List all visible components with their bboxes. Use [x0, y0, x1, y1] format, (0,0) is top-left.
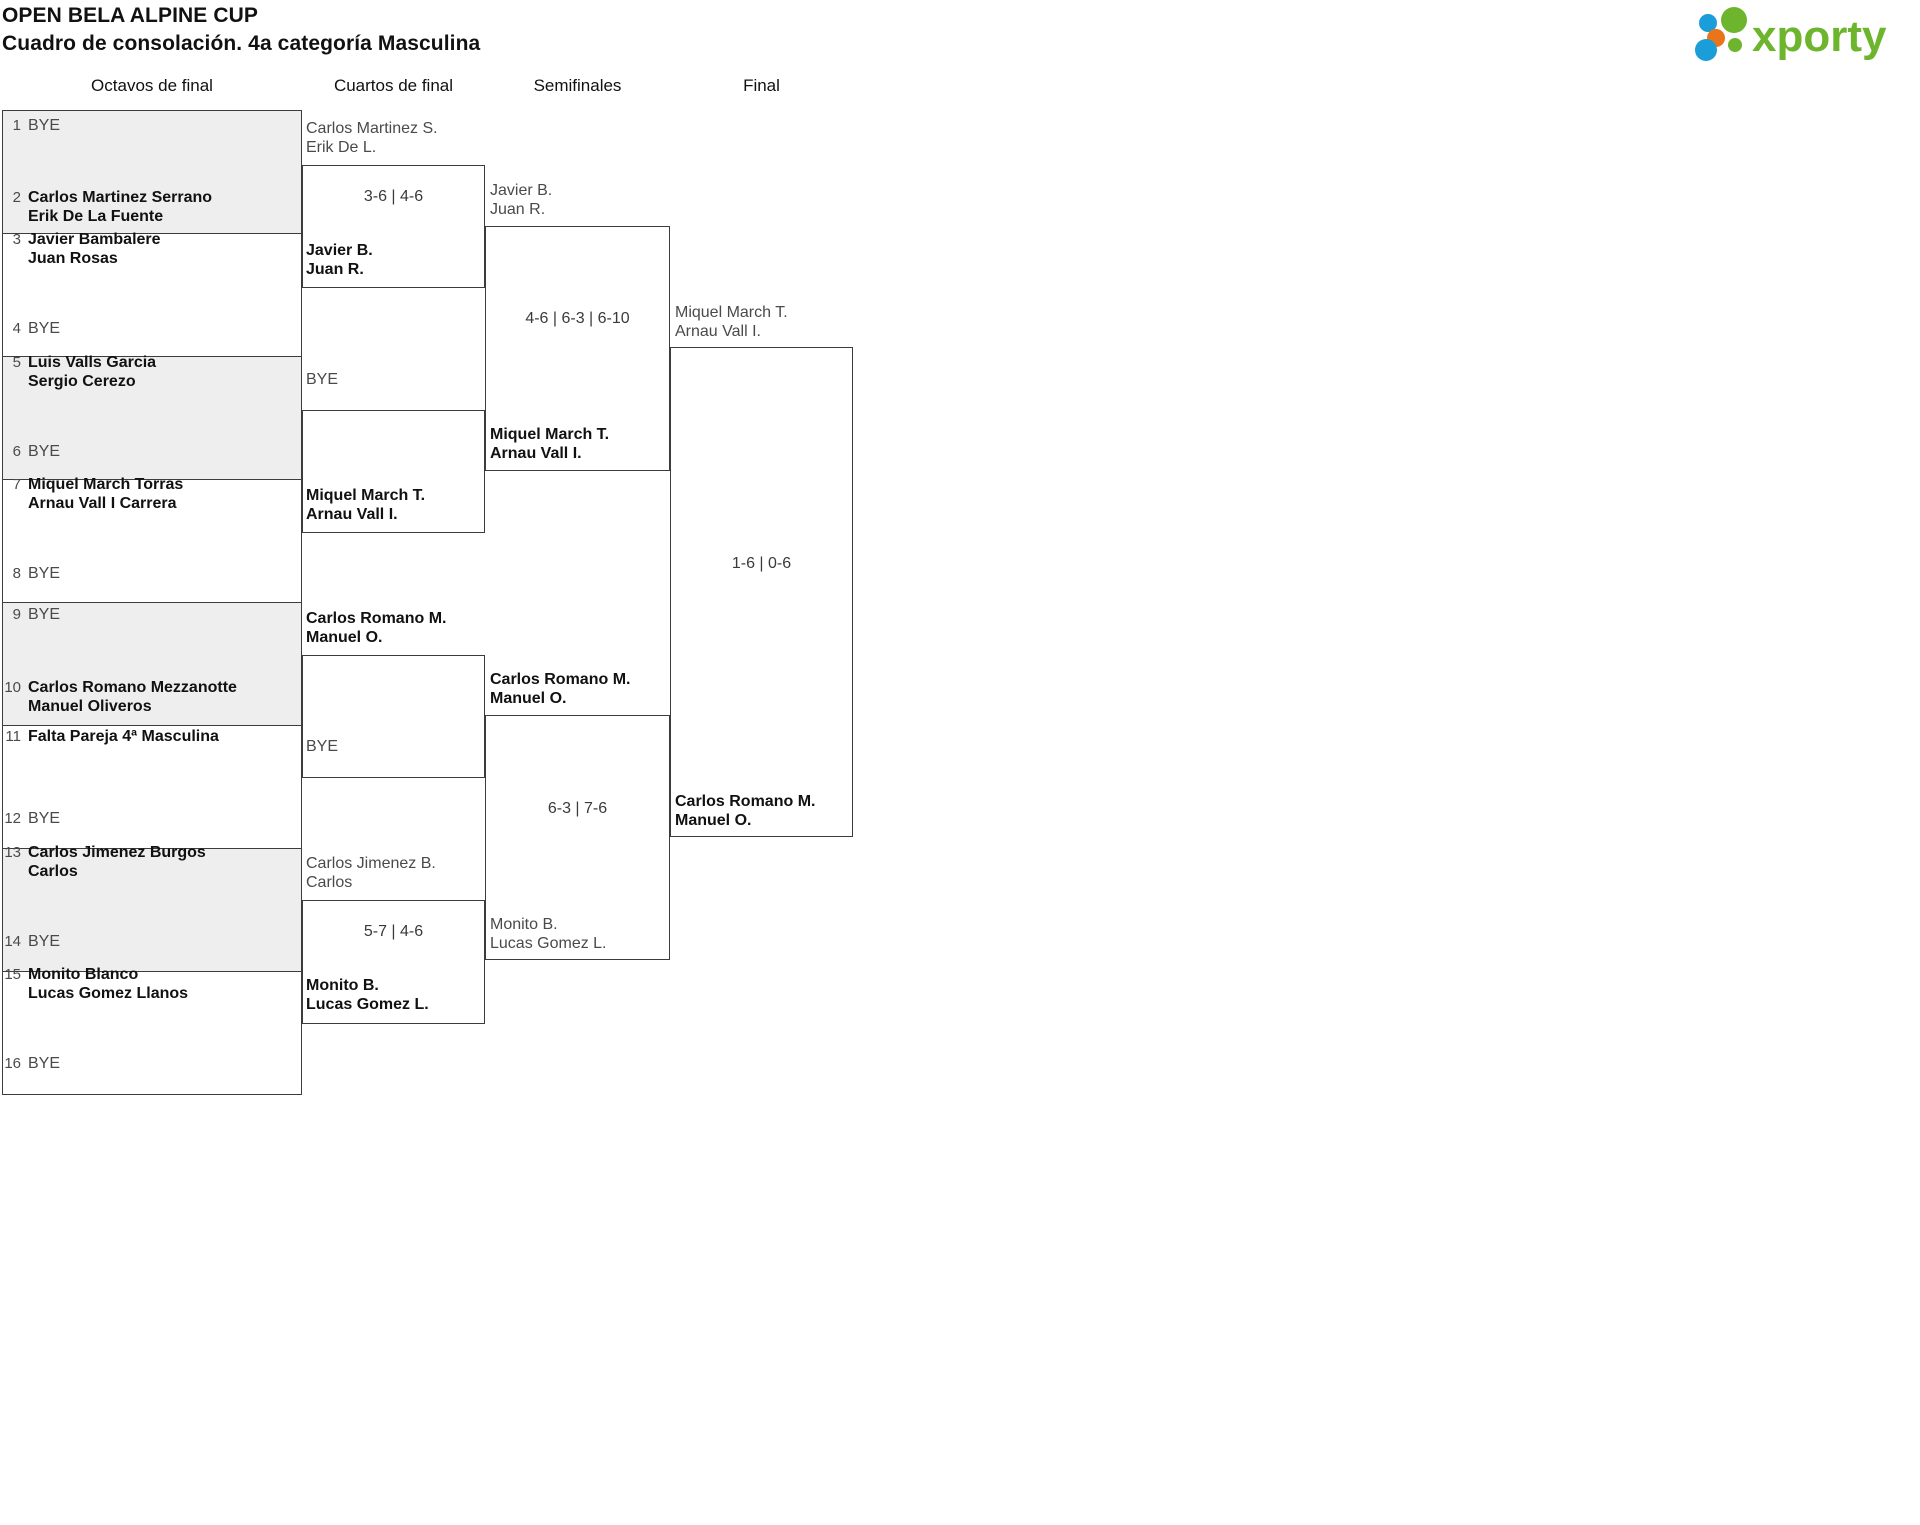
- seed-number: 12: [4, 810, 21, 827]
- r1-slot-10[interactable]: 10 Carlos Romano Mezzanotte Manuel Olive…: [2, 678, 237, 716]
- qf3-bottom-entry[interactable]: BYE: [306, 738, 339, 755]
- r1-pair-box-4[interactable]: [2, 479, 302, 602]
- player-names: BYE: [28, 565, 61, 582]
- seed-number: 8: [12, 565, 21, 582]
- player-names: BYE: [28, 810, 61, 827]
- qf1-match-box[interactable]: [302, 165, 485, 288]
- r1-slot-5[interactable]: 5 Luis Valls Garcia Sergio Cerezo: [2, 353, 156, 391]
- player-names: Falta Pareja 4ª Masculina: [28, 728, 219, 745]
- xporty-logo-svg: xporty: [1695, 7, 1887, 61]
- r1-slot-8[interactable]: 8 BYE: [2, 564, 60, 583]
- player-names: Carlos Martinez Serrano Erik De La Fuent…: [28, 189, 213, 225]
- final-score: 1-6 | 0-6: [731, 555, 792, 572]
- r1-slot-14[interactable]: 14 BYE: [2, 932, 60, 951]
- seed-number: 13: [4, 844, 21, 861]
- qf1-top-entry[interactable]: Carlos Martinez S. Erik De L.: [306, 120, 438, 156]
- final-bottom-entry[interactable]: Carlos Romano M. Manuel O.: [675, 793, 816, 829]
- qf4-match-box[interactable]: [302, 900, 485, 1024]
- qf2-top-entry[interactable]: BYE: [306, 371, 339, 388]
- r1-slot-3[interactable]: 3 Javier Bambalere Juan Rosas: [2, 230, 161, 268]
- r1-pair-box-6[interactable]: [2, 725, 302, 848]
- qf2-bottom-entry[interactable]: Miquel March T. Arnau Vall I.: [306, 487, 426, 523]
- r1-pair-box-3[interactable]: [2, 356, 302, 479]
- sf1-top-entry[interactable]: Javier B. Juan R.: [490, 182, 553, 218]
- qf3-match-box[interactable]: [302, 655, 485, 778]
- qf4-bottom-entry[interactable]: Monito B. Lucas Gomez L.: [306, 977, 429, 1013]
- seed-number: 6: [12, 443, 21, 460]
- round-header-octavos: Octavos de final: [91, 76, 213, 95]
- r1-slot-2[interactable]: 2 Carlos Martinez Serrano Erik De La Fue…: [2, 188, 212, 226]
- seed-number: 2: [12, 189, 21, 206]
- r1-slot-16[interactable]: 16 BYE: [2, 1054, 60, 1073]
- player-names: Luis Valls Garcia Sergio Cerezo: [28, 354, 157, 390]
- seed-number: 3: [12, 231, 21, 248]
- r1-slot-1[interactable]: 1 BYE: [2, 116, 60, 135]
- r1-slot-12[interactable]: 12 BYE: [2, 809, 60, 828]
- r1-slot-7[interactable]: 7 Miquel March Torras Arnau Vall I Carre…: [2, 475, 184, 513]
- player-names: BYE: [28, 117, 61, 134]
- seed-number: 10: [4, 679, 21, 696]
- seed-number: 5: [12, 354, 21, 371]
- qf4-top-entry[interactable]: Carlos Jimenez B. Carlos: [306, 855, 436, 891]
- final-match-box[interactable]: [670, 347, 853, 837]
- qf1-score: 3-6 | 4-6: [363, 188, 424, 205]
- r1-pair-box-7[interactable]: [2, 848, 302, 971]
- r1-pair-box-1[interactable]: [2, 110, 302, 233]
- sf2-top-entry[interactable]: Carlos Romano M. Manuel O.: [490, 671, 631, 707]
- seed-number: 11: [5, 728, 21, 745]
- round-header-semifinales: Semifinales: [533, 76, 622, 95]
- round-header-cuartos: Cuartos de final: [333, 76, 454, 95]
- round-header-final: Final: [743, 76, 780, 95]
- r1-slot-9[interactable]: 9 BYE: [2, 605, 60, 624]
- sf1-bottom-entry[interactable]: Miquel March T. Arnau Vall I.: [490, 426, 610, 462]
- r1-pair-box-2[interactable]: [2, 233, 302, 356]
- player-names: BYE: [28, 933, 61, 950]
- seed-number: 7: [12, 476, 21, 493]
- seed-number: 14: [4, 933, 21, 950]
- player-names: BYE: [28, 606, 61, 623]
- qf3-top-entry[interactable]: Carlos Romano M. Manuel O.: [306, 610, 447, 646]
- r1-slot-13[interactable]: 13 Carlos Jimenez Burgos Carlos: [2, 843, 206, 881]
- sf1-match-box[interactable]: [485, 226, 670, 471]
- r1-slot-15[interactable]: 15 Monito Blanco Lucas Gomez Llanos: [2, 965, 188, 1003]
- svg-text:xporty: xporty: [1752, 12, 1887, 61]
- bracket-subtitle: Cuadro de consolación. 4a categoría Masc…: [2, 32, 481, 55]
- seed-number: 1: [12, 117, 21, 134]
- player-names: Carlos Romano Mezzanotte Manuel Oliveros: [28, 679, 237, 715]
- seed-number: 9: [12, 606, 21, 623]
- player-names: Javier Bambalere Juan Rosas: [28, 231, 161, 267]
- seed-number: 4: [12, 320, 21, 337]
- player-names: BYE: [28, 443, 61, 460]
- final-top-entry[interactable]: Miquel March T. Arnau Vall I.: [675, 304, 788, 340]
- r1-slot-6[interactable]: 6 BYE: [2, 442, 60, 461]
- player-names: BYE: [28, 1055, 61, 1072]
- qf1-bottom-entry[interactable]: Javier B. Juan R.: [306, 242, 373, 278]
- tournament-title: OPEN BELA ALPINE CUP: [2, 4, 258, 27]
- sf2-score: 6-3 | 7-6: [547, 800, 608, 817]
- player-names: Monito Blanco Lucas Gomez Llanos: [28, 966, 189, 1002]
- r1-slot-11[interactable]: 11 Falta Pareja 4ª Masculina: [2, 727, 219, 746]
- qf2-match-box[interactable]: [302, 410, 485, 533]
- seed-number: 15: [4, 966, 21, 983]
- r1-pair-box-5[interactable]: [2, 602, 302, 725]
- r1-slot-4[interactable]: 4 BYE: [2, 319, 60, 338]
- qf4-score: 5-7 | 4-6: [363, 923, 424, 940]
- xporty-logo: xporty: [1690, 6, 1910, 62]
- sf1-score: 4-6 | 6-3 | 6-10: [525, 310, 630, 327]
- sf2-bottom-entry[interactable]: Monito B. Lucas Gomez L.: [490, 916, 607, 952]
- page-title-block: OPEN BELA ALPINE CUP Cuadro de consolaci…: [2, 2, 480, 58]
- r1-pair-box-8[interactable]: [2, 971, 302, 1095]
- seed-number: 16: [4, 1055, 21, 1072]
- sf2-match-box[interactable]: [485, 715, 670, 960]
- player-names: BYE: [28, 320, 61, 337]
- player-names: Miquel March Torras Arnau Vall I Carrera: [28, 476, 184, 512]
- player-names: Carlos Jimenez Burgos Carlos: [28, 844, 206, 880]
